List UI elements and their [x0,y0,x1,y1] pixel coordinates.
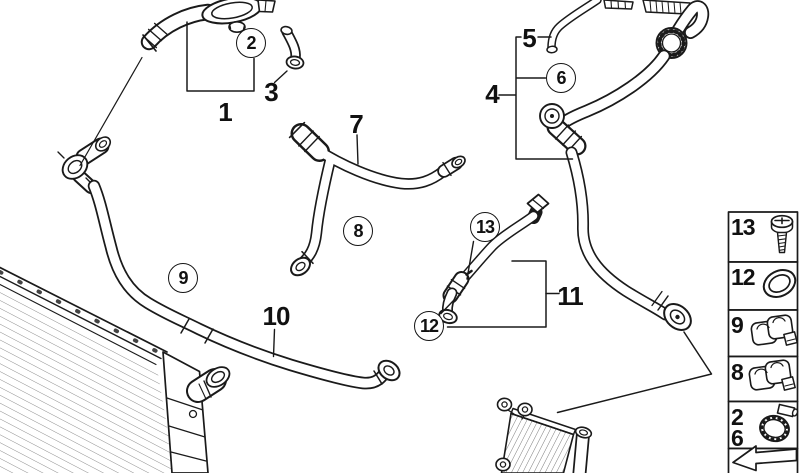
callout-5[interactable]: 5 [522,23,537,53]
legend-number-13[interactable]: 13 [731,214,756,240]
legend-number-9[interactable]: 9 [731,312,744,338]
callout-circled-9[interactable]: 9 [168,263,198,293]
o-ring-icon [762,269,797,298]
upper-radiator-hose [140,0,276,52]
callout-lines-1-2-3 [79,21,288,167]
direction-arrow-icon [732,445,798,472]
callout-circled-8[interactable]: 8 [343,216,373,246]
callout-11[interactable]: 11 [557,281,583,311]
y-branch-hose [288,121,466,277]
callout-circled-12[interactable]: 12 [414,311,444,341]
legend-number-2[interactable]: 2 [731,403,744,430]
callout-10[interactable]: 10 [262,301,291,331]
auxiliary-radiator [495,397,593,473]
callout-4[interactable]: 4 [485,79,500,109]
callout-lines-11-12-13 [272,240,560,358]
callout-1[interactable]: 1 [218,97,233,127]
screw-icon [770,214,794,254]
callout-circled-13[interactable]: 13 [470,212,500,242]
legend-number-12[interactable]: 12 [731,264,756,290]
callout-7[interactable]: 7 [349,109,364,139]
expansion-tank-hose [438,193,550,325]
hose-holder-clip-icon [750,314,798,346]
hose-clamp-icon [759,403,799,443]
callout-circled-6[interactable]: 6 [546,63,576,93]
lower-radiator-hose [87,179,401,390]
callout-lines-4-5-6 [498,36,713,414]
vent-elbow-hose [280,25,305,70]
legend-number-6[interactable]: 6 [731,425,744,451]
hose-holder-clip-icon [748,359,796,391]
main-radiator [0,266,231,473]
callout-3[interactable]: 3 [264,77,279,107]
callout-circled-2[interactable]: 2 [236,28,266,58]
legend-table[interactable] [727,211,799,473]
legend-number-8[interactable]: 8 [731,358,744,385]
radiator-outlet-connector [57,136,112,194]
engine-hose-assembly [539,0,710,331]
